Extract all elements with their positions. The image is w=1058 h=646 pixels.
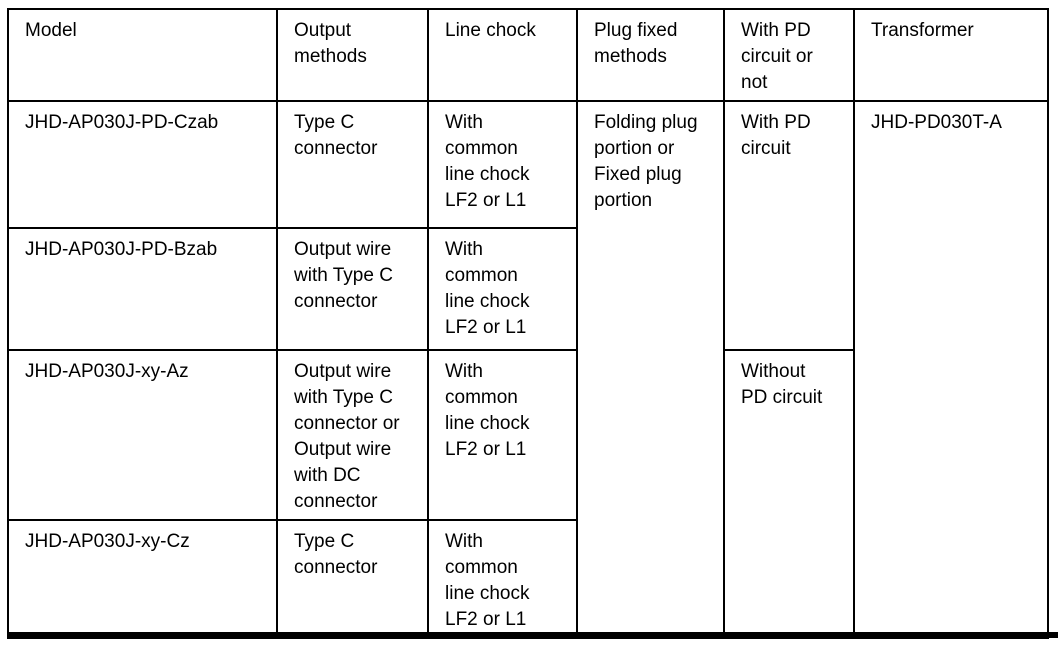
header-output-methods: Output methods (276, 8, 429, 102)
table-row: JHD-AP030J-xy-Cz Type C connector With c… (7, 519, 1048, 639)
table-row: JHD-AP030J-PD-Czab Type C connector With… (7, 100, 1049, 639)
page-bottom-rule (7, 632, 1058, 638)
table-row: JHD-AP030J-xy-Az Output wire with Type C… (7, 349, 1048, 639)
cell-transformer: JHD-PD030T-A (853, 100, 1049, 639)
cell-model-2: JHD-AP030J-PD-Bzab (7, 227, 278, 351)
table-row: JHD-AP030J-PD-Bzab Output wire with Type… (7, 227, 1048, 351)
cell-model-1: JHD-AP030J-PD-Czab (7, 100, 278, 229)
cell-chock-1: With common line chock LF2 or L1 (427, 100, 578, 229)
header-plug-fixed-methods: Plug fixed methods (576, 8, 725, 102)
cell-model-4: JHD-AP030J-xy-Cz (7, 519, 278, 639)
cell-output-4: Type C connector (276, 519, 429, 639)
header-transformer: Transformer (853, 8, 1049, 102)
cell-chock-2: With common line chock LF2 or L1 (427, 227, 578, 351)
cell-without-pd: Without PD circuit (723, 349, 855, 639)
cell-plug-fixed: Folding plug portion or Fixed plug porti… (576, 100, 725, 639)
cell-output-1: Type C connector (276, 100, 429, 229)
header-pd-circuit: With PD circuit or not (723, 8, 855, 102)
cell-chock-4: With common line chock LF2 or L1 (427, 519, 578, 639)
cell-output-3: Output wire with Type C connector or Out… (276, 349, 429, 521)
product-spec-table: Model Output methods Line chock Plug fix… (7, 8, 1049, 639)
cell-chock-3: With common line chock LF2 or L1 (427, 349, 578, 521)
cell-model-3: JHD-AP030J-xy-Az (7, 349, 278, 521)
header-model: Model (7, 8, 278, 102)
header-line-chock: Line chock (427, 8, 578, 102)
cell-with-pd: With PD circuit (723, 100, 855, 351)
table-header-row: Model Output methods Line chock Plug fix… (7, 8, 1049, 102)
cell-output-2: Output wire with Type C connector (276, 227, 429, 351)
